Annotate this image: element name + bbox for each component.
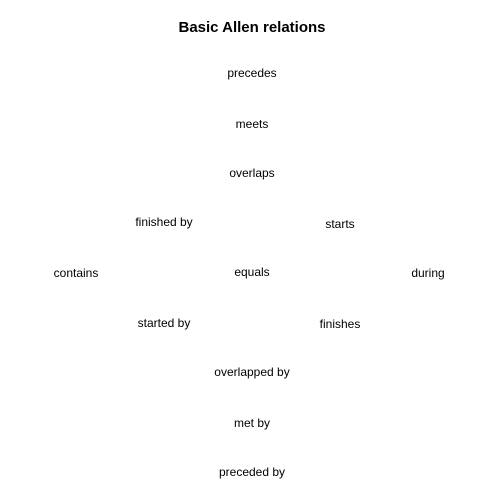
relation-starts: starts <box>325 217 355 231</box>
relation-started-by: started by <box>137 316 191 330</box>
relation-contains: contains <box>53 266 99 280</box>
relation-meets: meets <box>235 117 269 131</box>
diagram-title: Basic Allen relations <box>178 19 326 36</box>
relation-finished-by: finished by <box>135 215 193 229</box>
relation-equals: equals <box>234 265 270 279</box>
relation-during: during <box>411 266 445 280</box>
relation-precedes: precedes <box>227 66 277 80</box>
relation-overlapped-by: overlapped by <box>214 365 290 379</box>
relation-met-by: met by <box>233 416 271 430</box>
relation-finishes: finishes <box>319 317 361 331</box>
relation-preceded-by: preceded by <box>218 465 286 479</box>
relation-overlaps: overlaps <box>229 166 275 180</box>
